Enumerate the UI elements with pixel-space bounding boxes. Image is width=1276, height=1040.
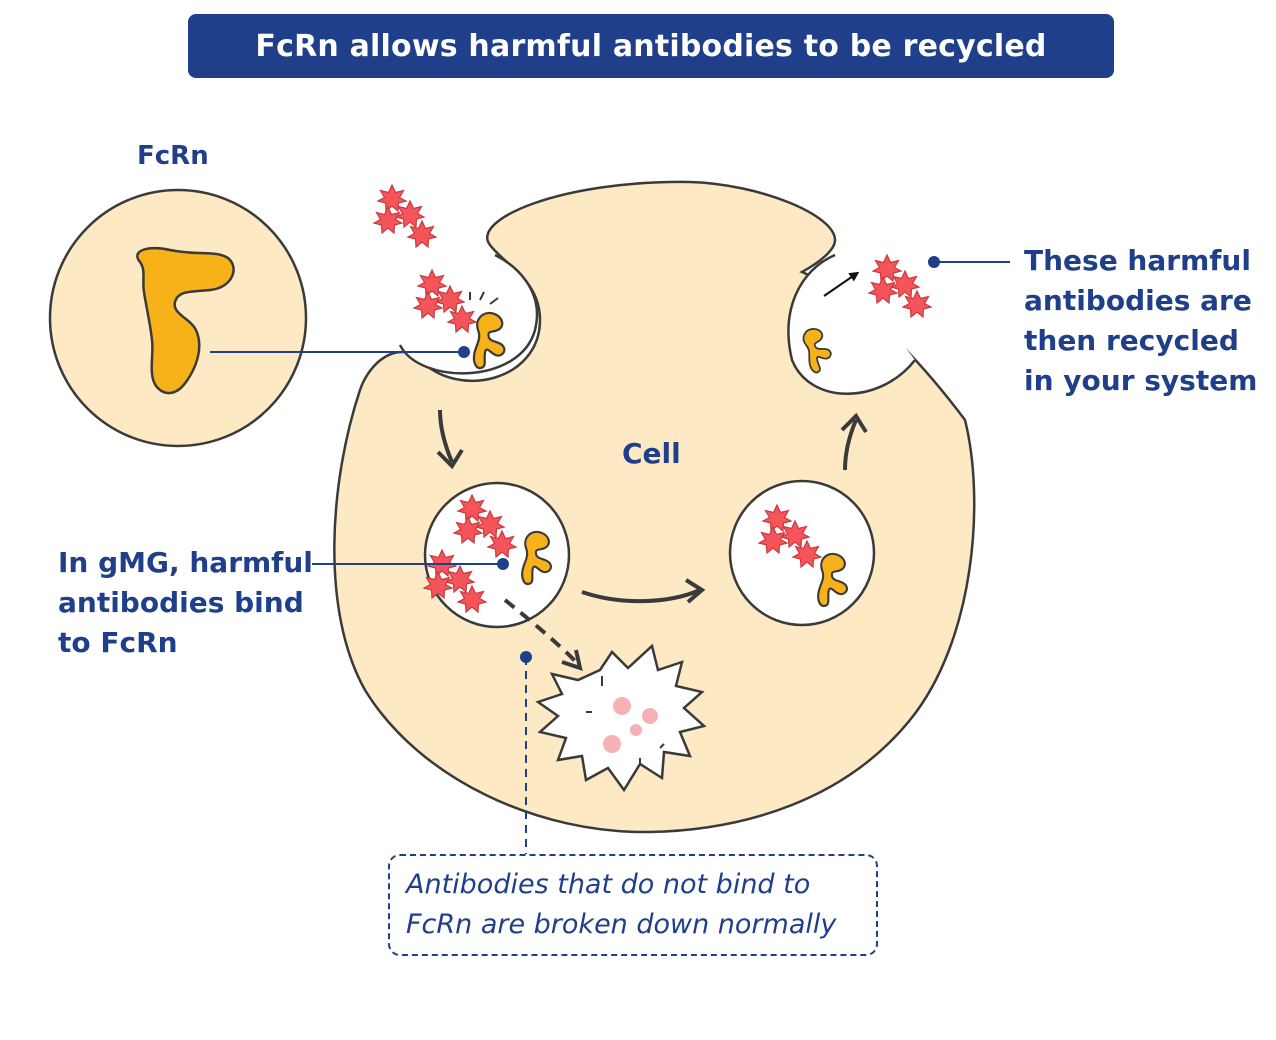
lysosome-burst: [535, 643, 707, 793]
arrow-up: [843, 419, 858, 471]
antibody-free: [374, 185, 436, 247]
arrow-right: [581, 588, 701, 604]
breakdown-leader-dot: [520, 651, 532, 663]
recycled-callout-line-4: in your system: [1024, 364, 1258, 397]
fcrn-receptor-large: [136, 246, 235, 395]
release-pocket: [787, 253, 916, 395]
bind-leader-dot: [497, 558, 509, 570]
bind-callout-line-1: In gMG, harmful: [58, 546, 313, 579]
title-banner: FcRn allows harmful antibodies to be rec…: [188, 14, 1114, 78]
arrow-right-head: [684, 578, 706, 604]
bind-callout-line-2: antibodies bind: [58, 586, 304, 619]
binding-spark: [469, 291, 499, 305]
arrow-up-head: [840, 412, 868, 434]
diagram-title: FcRn allows harmful antibodies to be rec…: [255, 28, 1047, 64]
arrow-down-head: [436, 448, 464, 470]
recycled-callout-line-1: These harmful: [1024, 244, 1251, 277]
breakdown-callout-line-2: FcRn are broken down normally: [406, 909, 837, 940]
cell-label: Cell: [622, 437, 681, 470]
recycled-callout: These harmful antibodies are then recycl…: [1024, 241, 1264, 401]
fcrn-leader-dot: [458, 346, 470, 358]
arrow-down: [438, 409, 454, 463]
breakdown-callout-line-1: Antibodies that do not bind to: [406, 869, 811, 900]
recycled-callout-line-2: antibodies are: [1024, 284, 1252, 317]
degraded-fragments: [603, 697, 658, 753]
degradation-path: [503, 598, 580, 666]
release-arrow: [823, 271, 860, 297]
recycled-leader-dot: [928, 256, 940, 268]
antibody-released: [869, 255, 931, 317]
fragment-dashes: [586, 676, 665, 764]
fcrn-label: FcRn: [137, 141, 209, 171]
degradation-arrow-head: [561, 649, 583, 672]
bind-callout: In gMG, harmful antibodies bind to FcRn: [58, 543, 318, 663]
bind-callout-line-3: to FcRn: [58, 626, 178, 659]
breakdown-callout: Antibodies that do not bind to FcRn are …: [388, 854, 878, 956]
recycled-callout-line-3: then recycled: [1024, 324, 1239, 357]
